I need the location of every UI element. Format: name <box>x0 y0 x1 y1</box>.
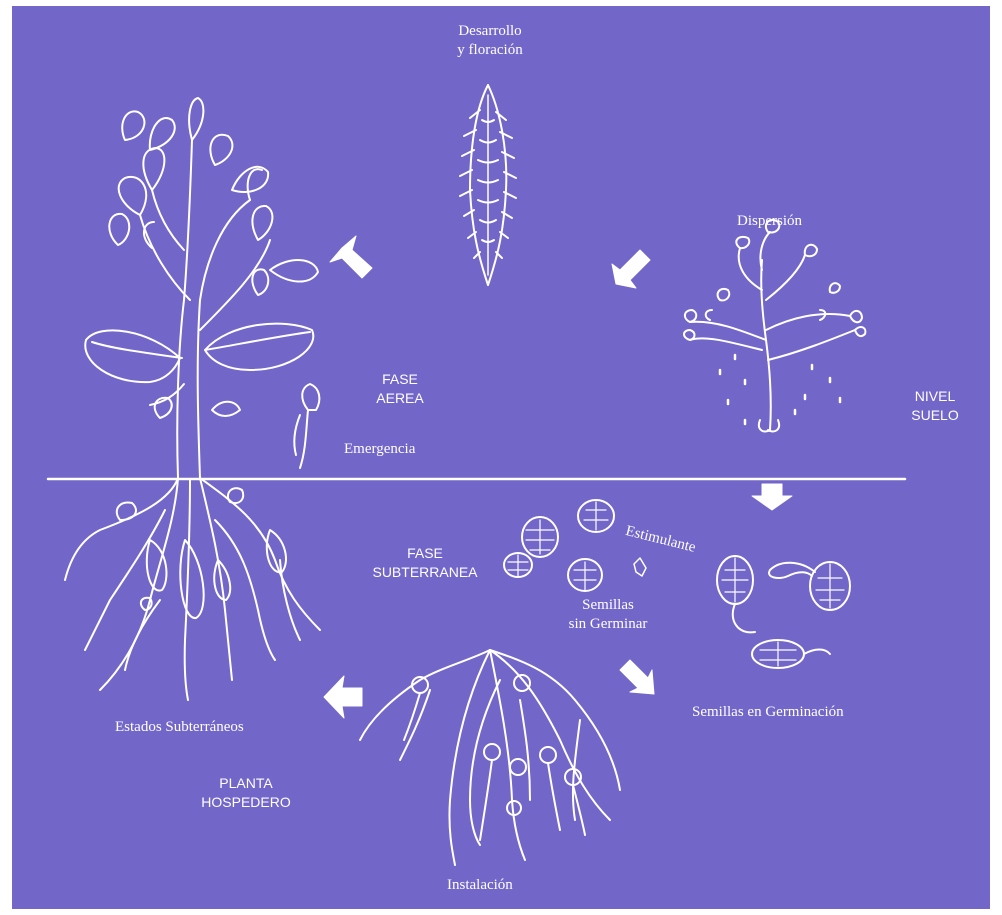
germinating-seeds-drawing <box>717 556 850 668</box>
arrow-icon <box>752 484 792 510</box>
cycle-arrows <box>324 236 792 718</box>
label-instalacion: Instalación <box>447 876 513 895</box>
installation-roots-drawing <box>360 650 620 865</box>
label-semillas-sin-germinar: Semillas sin Germinar <box>548 596 668 634</box>
arrow-icon <box>324 676 362 718</box>
label-semillas-en-germinacion: Semillas en Germinación <box>692 703 844 722</box>
label-estados-subterraneos: Estados Subterráneos <box>115 718 244 737</box>
label-dispersion: Dispersión <box>737 212 802 231</box>
arrow-icon <box>612 250 650 288</box>
label-fase-aerea: FASE AEREA <box>360 370 440 408</box>
label-planta-hospedero: PLANTA HOSPEDERO <box>176 774 316 812</box>
label-emergencia: Emergencia <box>344 440 415 459</box>
arrow-icon <box>330 236 372 278</box>
label-fase-subterranea: FASE SUBTERRANEA <box>355 544 495 582</box>
dispersing-plant-drawing <box>684 220 865 432</box>
flowering-spike-drawing <box>460 85 516 285</box>
ungerminated-seeds-drawing <box>504 500 646 591</box>
arrow-icon <box>620 660 654 694</box>
label-desarrollo-y-floracion: Desarrollo y floración <box>420 22 560 60</box>
label-nivel-suelo: NIVEL SUELO <box>895 387 975 425</box>
host-plant-drawing <box>65 98 320 700</box>
